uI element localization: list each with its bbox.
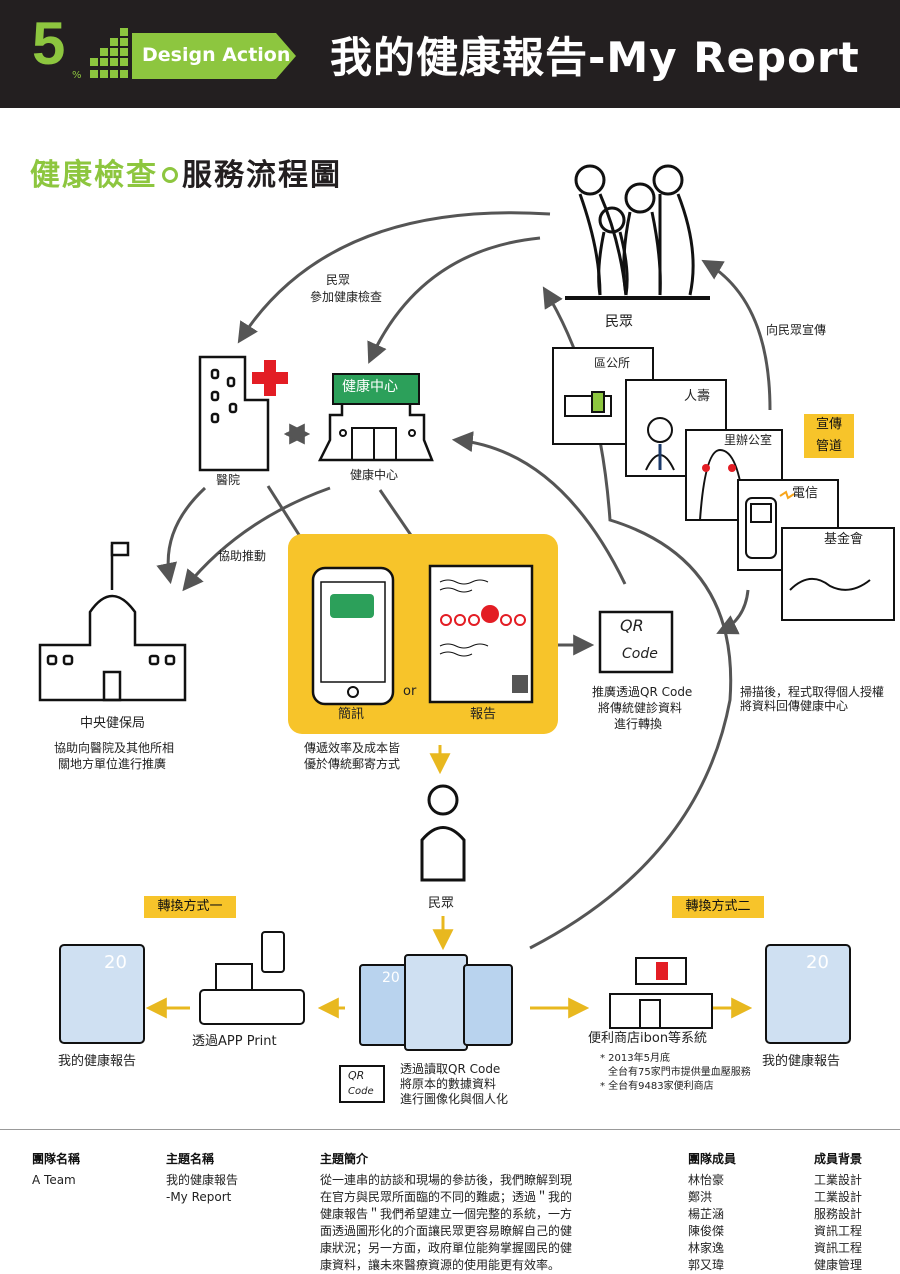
label-report: 報告 <box>470 707 497 722</box>
phone-day-left: 20 <box>104 952 127 973</box>
qr-small-text-2: Code <box>348 1086 374 1097</box>
health-center-sign: 健康中心 <box>342 379 398 395</box>
label-store-system: 便利商店ibon等系統 <box>588 1031 708 1046</box>
header-bar: 5 % Design Action 我的健康報告-My Report <box>0 0 900 108</box>
qr-small-text-1: QR <box>348 1069 365 1082</box>
label-app-print: 透過APP Print <box>192 1034 277 1049</box>
footer-members: 林怡豪 鄭洪 楊芷涵 陳俊傑 林家逸 郭又瑋 <box>688 1173 725 1272</box>
store-note-1: * 2013年5月底 <box>600 1053 670 1064</box>
footer-topic: 我的健康報告 -My Report <box>166 1173 239 1204</box>
footer-divider <box>0 1129 900 1130</box>
label-qr-promote-1: 推廣透過QR Code <box>592 685 693 699</box>
footer-background: 工業設計 工業設計 服務設計 資訊工程 資訊工程 健康管理 <box>814 1173 863 1272</box>
store-note-3: * 全台有9483家便利商店 <box>600 1081 714 1092</box>
phone-day-center: 20 <box>382 970 400 986</box>
qr-text-1: QR <box>620 616 644 635</box>
footer-members-heading: 團隊成員 <box>688 1152 737 1166</box>
label-qr-promote-2: 將傳統健診資料 <box>598 701 683 715</box>
label-scan-desc-1: 掃描後，程式取得個人授權 <box>740 685 885 699</box>
person-icon <box>420 784 466 882</box>
channel-cards <box>552 347 895 621</box>
method-two-tag: 轉換方式二 <box>672 896 764 918</box>
design-action-label: Design Action <box>142 44 291 66</box>
footer-background-heading: 成員背景 <box>814 1152 863 1166</box>
qr-text-2: Code <box>622 646 658 662</box>
channel-district-office: 區公所 <box>594 356 631 370</box>
section-title-part2: 服務流程圖 <box>182 158 342 193</box>
label-scan-desc-2: 將資料回傳健康中心 <box>740 699 849 713</box>
label-efficiency-2: 優於傳統郵寄方式 <box>304 757 401 771</box>
red-cross-icon <box>252 360 288 396</box>
footer-team-name-heading: 團隊名稱 <box>32 1152 81 1166</box>
hospital-icon <box>198 355 270 472</box>
section-title-part1: 健康檢查 <box>30 158 158 193</box>
logo-percent: % <box>72 70 82 81</box>
label-hospital: 醫院 <box>216 473 241 487</box>
label-qr-read-1: 透過讀取QR Code <box>400 1062 501 1076</box>
channel-telecom: 電信 <box>792 486 819 501</box>
people-group-icon <box>565 164 710 300</box>
section-title: 健康檢查服務流程圖 <box>30 150 342 194</box>
channel-life-insurance: 人壽 <box>684 389 711 404</box>
logo-dots-icon <box>90 28 128 78</box>
label-efficiency-1: 傳遞效率及成本皆 <box>304 741 401 755</box>
label-nhi-bureau: 中央健保局 <box>80 716 146 731</box>
green-dot-icon <box>162 166 178 183</box>
label-nhi-desc-2: 關地方單位進行推廣 <box>58 757 167 771</box>
qr-code-icon <box>598 610 674 674</box>
label-health-center: 健康中心 <box>350 468 399 482</box>
footer-team-name: A Team <box>32 1173 76 1187</box>
channel-village-office: 里辦公室 <box>724 433 773 447</box>
qr-small-icon <box>339 1065 385 1103</box>
phone-report-icon <box>59 944 851 1051</box>
label-public-mid: 民眾 <box>428 896 455 911</box>
convenience-store-icon <box>609 957 713 1029</box>
footer-topic-heading: 主題名稱 <box>166 1152 215 1166</box>
label-my-report-left: 我的健康報告 <box>58 1054 137 1069</box>
label-public-checkup-2: 參加健康檢查 <box>310 290 383 304</box>
health-center-building-icon <box>317 373 434 462</box>
label-promote-public: 向民眾宣傳 <box>766 323 827 337</box>
channel-tag: 宣傳管道 <box>804 414 854 458</box>
nhi-bureau-building-icon <box>38 541 187 702</box>
channel-foundation: 基金會 <box>824 532 864 547</box>
label-qr-read-3: 進行圖像化與個人化 <box>400 1092 509 1106</box>
printer-icon <box>199 931 305 1025</box>
label-my-report-right: 我的健康報告 <box>762 1054 841 1069</box>
design-action-arrow <box>132 33 296 79</box>
label-assist: 協助推動 <box>218 549 267 563</box>
phone-day-right: 20 <box>806 952 829 973</box>
label-public-top: 民眾 <box>605 314 633 330</box>
logo-number: 5 <box>32 10 66 77</box>
label-sms: 簡訊 <box>338 707 365 722</box>
method-one-tag: 轉換方式一 <box>144 896 236 918</box>
footer-intro: 從一連串的訪談和現場的參訪後，我們瞭解到現 在官方與民眾所面臨的不同的難處；透過… <box>320 1173 573 1272</box>
flow-diagram <box>38 164 895 1103</box>
page-title: 我的健康報告-My Report <box>330 33 860 82</box>
label-qr-promote-3: 進行轉換 <box>614 717 663 731</box>
label-nhi-desc-1: 協助向醫院及其他所相 <box>54 741 175 755</box>
store-note-2: 全台有75家門市提供量血壓服務 <box>608 1067 751 1078</box>
label-qr-read-2: 將原本的數據資料 <box>400 1077 497 1091</box>
footer-intro-heading: 主題簡介 <box>320 1152 369 1166</box>
label-or: or <box>403 684 417 699</box>
label-public-checkup-1: 民眾 <box>326 273 351 287</box>
